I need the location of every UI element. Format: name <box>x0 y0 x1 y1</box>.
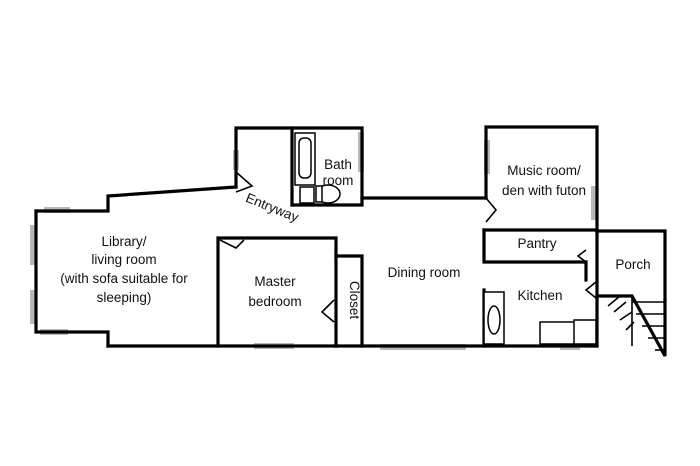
bath-label-1: Bath <box>324 157 352 172</box>
music-label-2: den with futon <box>502 183 586 198</box>
master-label-2: bedroom <box>248 294 301 309</box>
library-label-2: living room <box>91 252 156 267</box>
kitchen-label: Kitchen <box>517 288 562 303</box>
bath-fixtures <box>294 132 341 204</box>
porch-stairs <box>595 294 667 357</box>
bath-label-2: room <box>323 173 354 188</box>
library-label-3: (with sofa suitable for <box>60 271 188 286</box>
porch-label: Porch <box>615 257 650 272</box>
master-label-1: Master <box>254 274 296 289</box>
dining-label: Dining room <box>388 265 461 280</box>
kitchen-fixtures <box>483 291 597 345</box>
pantry-label: Pantry <box>517 236 556 251</box>
walls <box>34 125 667 348</box>
room-labels: Library/ living room (with sofa suitable… <box>60 157 650 319</box>
library-label-4: sleeping) <box>97 290 152 305</box>
closet-label: Closet <box>347 281 362 320</box>
music-label-1: Music room/ <box>507 163 581 178</box>
library-label-1: Library/ <box>101 234 146 249</box>
